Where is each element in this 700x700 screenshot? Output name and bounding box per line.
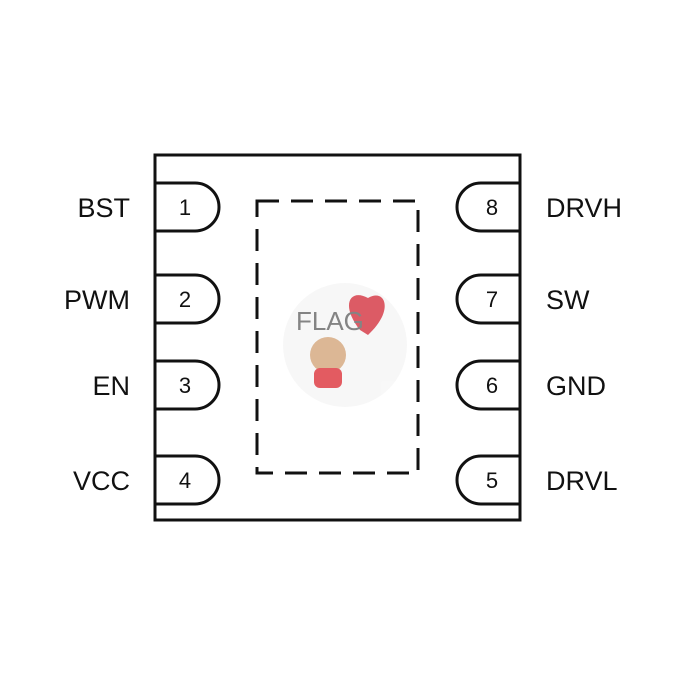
pin-label: DRVL bbox=[546, 466, 618, 496]
pin-number: 4 bbox=[179, 468, 191, 493]
pin-number: 2 bbox=[179, 287, 191, 312]
package-outline bbox=[153, 153, 522, 522]
pin-right-8: 8 DRVH bbox=[455, 181, 622, 233]
left-pins: 1 BST 2 PWM 3 EN 4 VCC bbox=[64, 181, 221, 506]
pin-pad bbox=[455, 273, 520, 325]
pin-number: 6 bbox=[486, 373, 498, 398]
pin-pad bbox=[455, 454, 520, 506]
pin-label: BST bbox=[77, 193, 130, 223]
pin-number: 7 bbox=[486, 287, 498, 312]
pin-pad bbox=[155, 181, 221, 233]
pin-right-6: 6 GND bbox=[455, 359, 606, 411]
pin-pad bbox=[155, 454, 221, 506]
pin-pad bbox=[155, 359, 221, 411]
pin-label: VCC bbox=[73, 466, 130, 496]
balloon-icon bbox=[348, 295, 385, 335]
pin-left-3: 3 EN bbox=[92, 359, 221, 411]
pin-right-5: 5 DRVL bbox=[455, 454, 618, 506]
bear-shirt bbox=[314, 368, 342, 388]
watermark: FLAG bbox=[283, 283, 407, 407]
pin-label: SW bbox=[546, 285, 590, 315]
watermark-text: FLAG bbox=[296, 306, 364, 336]
pin-left-2: 2 PWM bbox=[64, 273, 221, 325]
pin-label: PWM bbox=[64, 285, 130, 315]
pin-left-4: 4 VCC bbox=[73, 454, 221, 506]
pin-left-1: 1 BST bbox=[77, 181, 221, 233]
exposed-pad bbox=[255, 199, 420, 475]
pin-pad bbox=[455, 359, 520, 411]
pin-label: GND bbox=[546, 371, 606, 401]
watermark-badge bbox=[283, 283, 407, 407]
pin-number: 5 bbox=[486, 468, 498, 493]
pin-number: 3 bbox=[179, 373, 191, 398]
pin-pad bbox=[455, 181, 520, 233]
pin-label: EN bbox=[92, 371, 130, 401]
teddy-bear-icon bbox=[310, 337, 346, 373]
pin-right-7: 7 SW bbox=[455, 273, 590, 325]
right-pins: 8 DRVH 7 SW 6 GND 5 DRVL bbox=[455, 181, 622, 506]
pin-number: 8 bbox=[486, 195, 498, 220]
pin-label: DRVH bbox=[546, 193, 622, 223]
pin-pad bbox=[155, 273, 221, 325]
pin-number: 1 bbox=[179, 195, 191, 220]
